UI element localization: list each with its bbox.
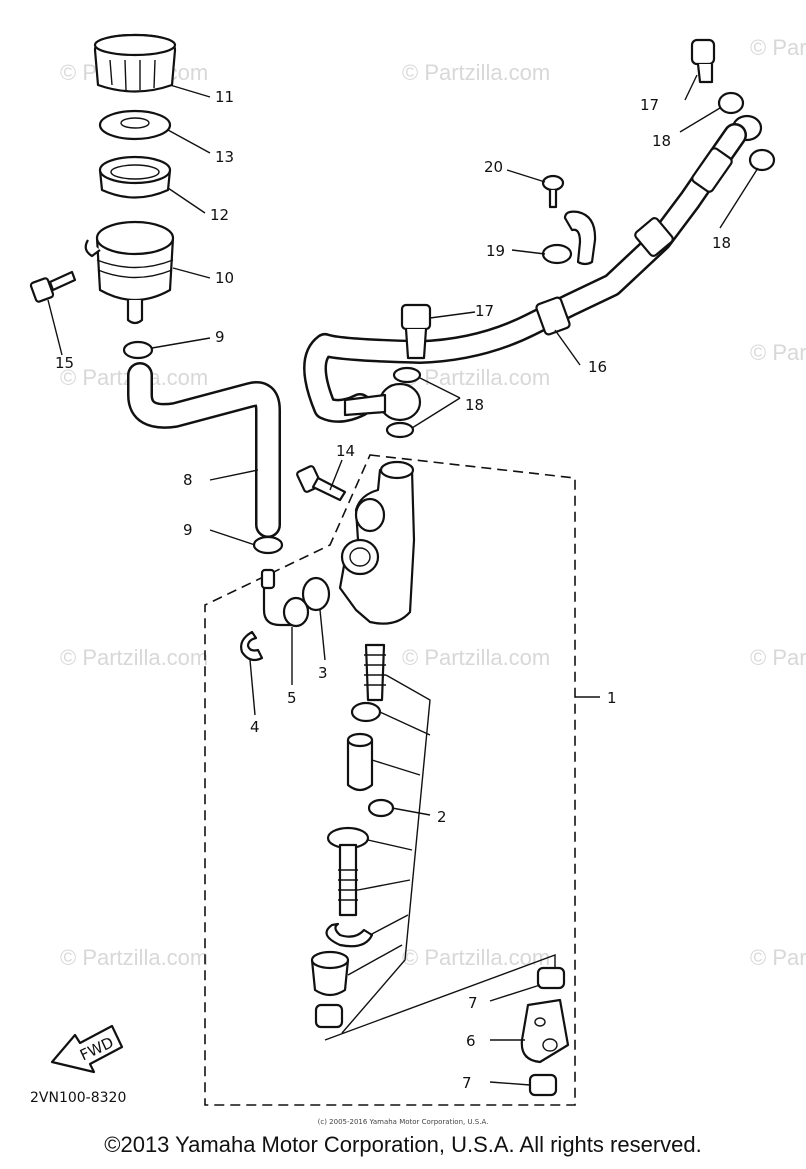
reservoir-cap (93, 33, 177, 93)
callout-15: 15 (55, 354, 74, 372)
watermark: © Partzilla.com (402, 365, 550, 390)
callout-labels: 11 13 12 10 15 9 8 9 20 19 17 18 18 17 1… (55, 88, 731, 1092)
watermark: © Partzilla.com (750, 645, 806, 670)
copper-washer-upper (717, 91, 745, 115)
callout-17: 17 (475, 302, 494, 320)
callout-5: 5 (287, 689, 297, 707)
callout-8: 8 (183, 471, 193, 489)
watermark: © Partzilla.com (402, 645, 550, 670)
watermark: © Partzilla.com (402, 60, 550, 85)
leader-lines (47, 74, 759, 1086)
clevis-nut-lower (528, 1073, 558, 1097)
callout-12: 12 (210, 206, 229, 224)
copper-washer-lower-1 (392, 366, 422, 384)
watermarks: © Partzilla.com © Partzilla.com © Partzi… (60, 35, 806, 970)
callout-13: 13 (215, 148, 234, 166)
callout-18: 18 (465, 396, 484, 414)
mounting-bolt (296, 465, 347, 502)
diaphragm-plate (98, 109, 172, 141)
copper-washer-lower-2 (385, 421, 415, 439)
small-copyright: (c) 2005-2016 Yamaha Motor Corporation, … (317, 1118, 489, 1126)
hose-clamp-upper (122, 340, 154, 360)
callout-7: 7 (462, 1074, 472, 1092)
watermark: © Partzilla.com (750, 35, 806, 60)
callout-4: 4 (250, 718, 260, 736)
callout-7: 7 (468, 994, 478, 1012)
watermark: © Partzilla.com (60, 645, 208, 670)
watermark: © Partzilla.com (60, 945, 208, 970)
diaphragm (98, 155, 172, 199)
reservoir-bolt (29, 270, 77, 303)
callout-1: 1 (607, 689, 617, 707)
watermark: © Partzilla.com (750, 340, 806, 365)
circlip-small (240, 630, 264, 662)
callout-9: 9 (183, 521, 193, 539)
callout-3: 3 (318, 664, 328, 682)
callout-19: 19 (486, 242, 505, 260)
fwd-arrow: FWD (50, 1024, 124, 1074)
union-bolt-upper (690, 38, 716, 84)
piston-kit (310, 643, 395, 1029)
callout-17: 17 (640, 96, 659, 114)
master-cylinder-body (338, 460, 416, 625)
union-bolt-lower (400, 303, 432, 360)
copyright-footer: ©2013 Yamaha Motor Corporation, U.S.A. A… (104, 1132, 702, 1157)
callout-2: 2 (437, 808, 447, 826)
callout-11: 11 (215, 88, 234, 106)
callout-9: 9 (215, 328, 225, 346)
o-ring (301, 576, 331, 612)
watermark: © Partzilla.com (402, 945, 550, 970)
clevis (520, 998, 570, 1064)
diagram-reference-code: 2VN100-8320 (30, 1090, 127, 1106)
callout-14: 14 (336, 442, 355, 460)
hose-guide-clip (541, 210, 597, 266)
hose-joint (260, 568, 310, 628)
watermark: © Partzilla.com (750, 945, 806, 970)
hose-clamp-lower (252, 535, 284, 555)
copper-washer-upper-2 (748, 148, 776, 172)
callout-10: 10 (215, 269, 234, 287)
clevis-nut-upper (536, 966, 566, 990)
clip-screw (541, 174, 565, 209)
callout-6: 6 (466, 1032, 476, 1050)
reservoir-tank (84, 220, 175, 325)
callout-18: 18 (712, 234, 731, 252)
callout-18: 18 (652, 132, 671, 150)
callout-16: 16 (588, 358, 607, 376)
callout-20: 20 (484, 158, 503, 176)
assembly-boundary (204, 454, 576, 1106)
